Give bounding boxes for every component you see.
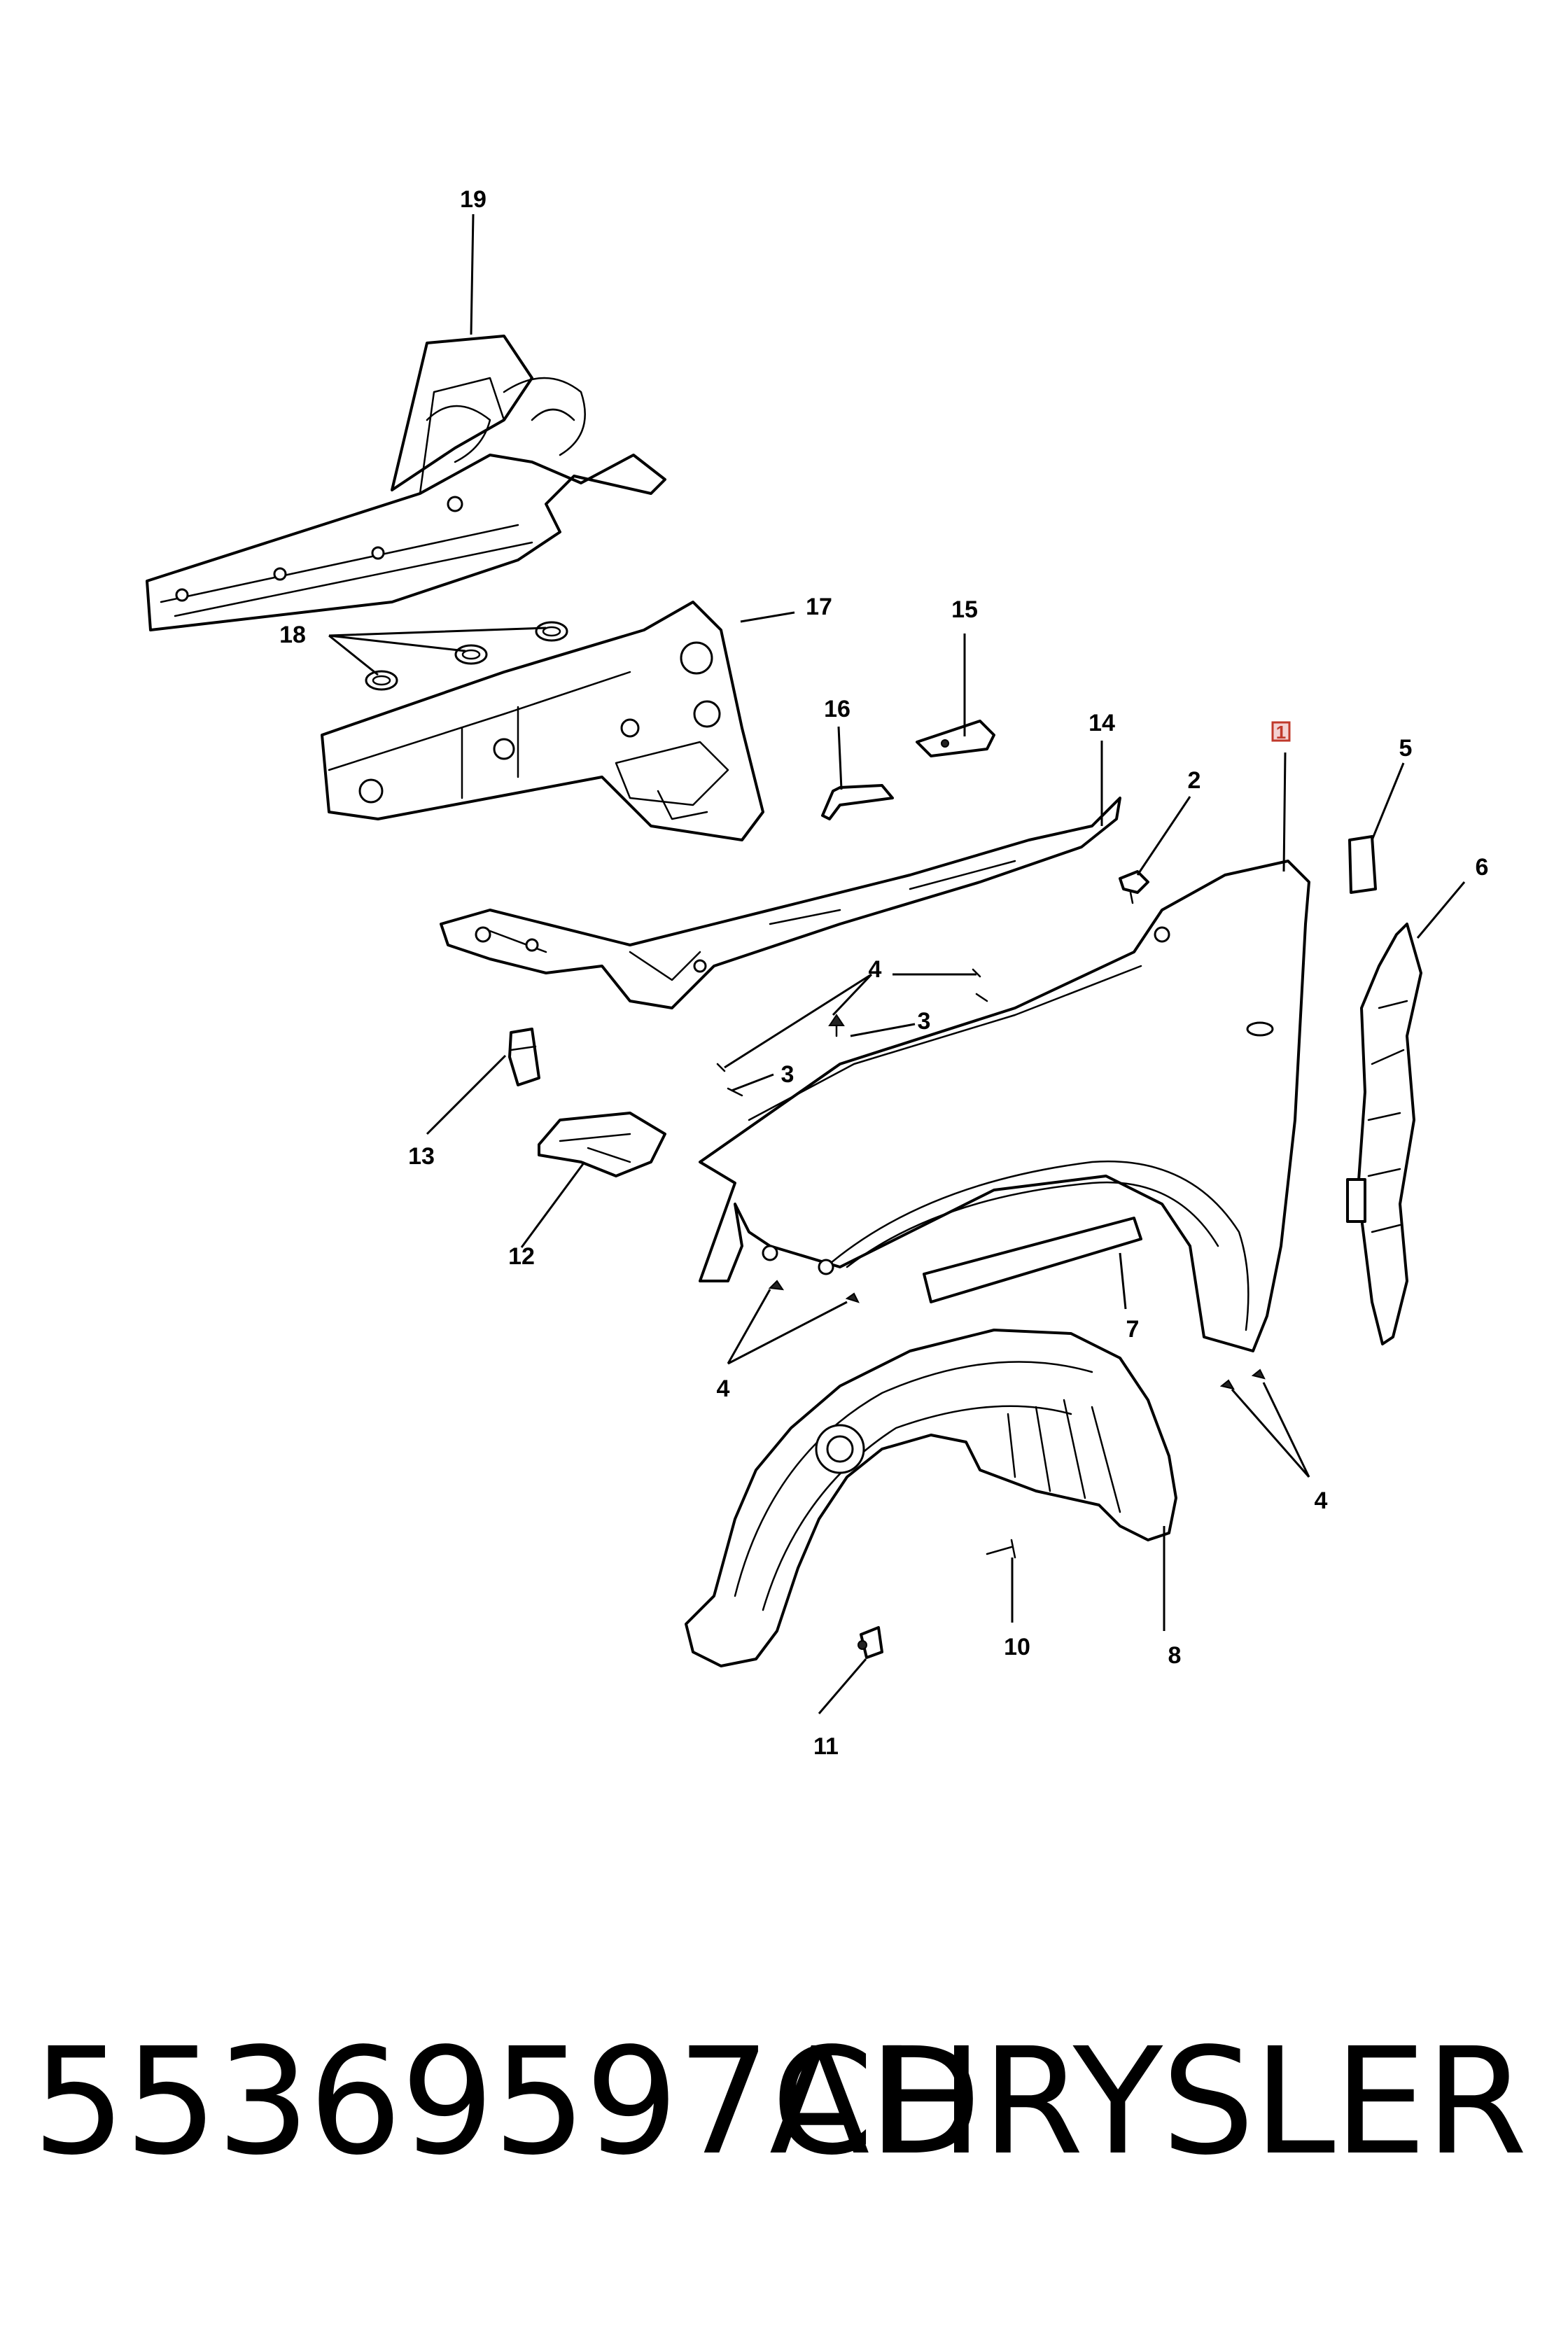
callout-11: 11	[813, 1733, 839, 1760]
part-10-push-pin	[986, 1539, 1016, 1559]
callout-19: 19	[460, 186, 486, 213]
part-16-bracket	[821, 784, 894, 820]
callout-15: 15	[951, 596, 978, 623]
part-17-inner-panel	[321, 601, 764, 841]
callout-4-left: 4	[717, 1376, 730, 1402]
callout-12: 12	[508, 1243, 535, 1270]
callout-6: 6	[1476, 854, 1489, 881]
part-5-cap	[1348, 835, 1377, 894]
callout-8: 8	[1168, 1642, 1182, 1669]
part-19-frame-rail	[146, 335, 666, 631]
callout-18: 18	[279, 622, 306, 648]
part-7-strip	[923, 1217, 1142, 1303]
part-11-clip	[858, 1626, 883, 1659]
fasteners-bottom	[768, 1280, 1266, 1390]
callout-7: 7	[1126, 1316, 1140, 1343]
callout-3-left: 3	[781, 1061, 794, 1088]
part-2-clip	[1119, 870, 1149, 904]
callout-5: 5	[1399, 735, 1413, 762]
fasteners-top	[716, 968, 988, 1097]
callout-4-top: 4	[869, 956, 882, 983]
part-14-upper-rail	[440, 797, 1121, 1009]
part-6-side-seal	[1346, 923, 1422, 1345]
callout-2: 2	[1188, 767, 1201, 794]
part-15-bracket	[916, 720, 995, 757]
callout-17: 17	[806, 594, 832, 620]
part-18-plugs	[365, 621, 568, 691]
callout-1: 1	[1276, 722, 1286, 743]
callout-16: 16	[824, 696, 850, 722]
brand-name: CHRYSLER	[771, 2016, 1527, 2188]
footer: 55369597AD CHRYSLER	[0, 2016, 1568, 2226]
callout-14: 14	[1088, 710, 1115, 736]
callout-3-right: 3	[918, 1008, 931, 1035]
callout-10: 10	[1004, 1634, 1030, 1660]
callout-13: 13	[408, 1143, 435, 1170]
part-12-bracket	[538, 1112, 666, 1177]
part-number: 55369597AD	[32, 2016, 981, 2188]
part-1-fender	[699, 721, 1310, 1352]
highlight-box-1	[1271, 721, 1291, 742]
callout-4-right: 4	[1315, 1488, 1328, 1514]
leader-lines	[328, 214, 1466, 1714]
part-8-wheel-liner	[685, 1329, 1177, 1667]
callouts: 19 17 18 15 16 14 2 1 5 6 4 3 3 13 12 7 …	[279, 186, 1488, 1760]
part-13-stop	[508, 1028, 540, 1086]
